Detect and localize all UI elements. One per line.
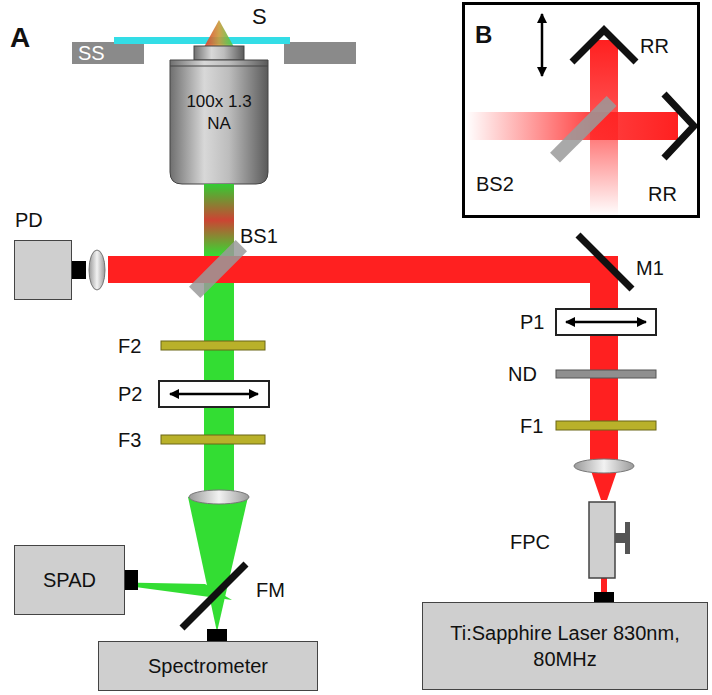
- part-label: P1: [520, 312, 544, 332]
- part-label: S: [252, 6, 267, 28]
- part-label: M1: [636, 258, 664, 278]
- detector-box: SPAD: [14, 545, 125, 615]
- photodiode-box: PD: [14, 240, 72, 300]
- part-label: FM: [256, 580, 285, 600]
- part-label: F2: [118, 336, 141, 356]
- node-text: Spectrometer: [148, 653, 268, 679]
- part-label: ND: [508, 364, 537, 384]
- spectrometer-box: Spectrometer: [98, 641, 318, 691]
- objective-lens: 100x 1.3 NA: [170, 78, 268, 148]
- node-text: SPAD: [43, 567, 96, 593]
- part-label: SS: [78, 43, 105, 63]
- part-label: F1: [520, 416, 543, 436]
- part-label: RR: [648, 184, 677, 204]
- part-label: BS2: [476, 174, 514, 194]
- node-text: 100x 1.3 NA: [184, 91, 254, 135]
- part-label: BS1: [240, 226, 278, 246]
- laser-box: Ti:Sapphire Laser 830nm, 80MHz: [422, 602, 708, 690]
- part-label: FPC: [510, 532, 550, 552]
- node-text: PD: [15, 207, 43, 233]
- part-label: P2: [118, 384, 142, 404]
- node-text: Ti:Sapphire Laser 830nm, 80MHz: [423, 620, 707, 672]
- node-text: B: [475, 19, 492, 50]
- part-label: RR: [640, 36, 669, 56]
- panel-letter: A: [10, 24, 30, 52]
- part-label: F3: [118, 430, 141, 450]
